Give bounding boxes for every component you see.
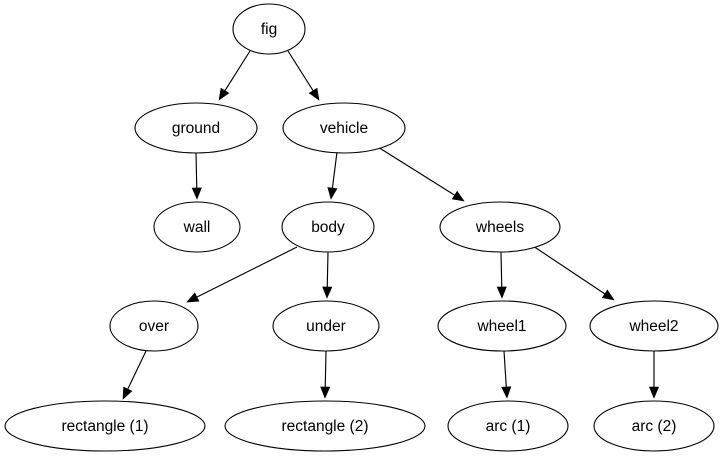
node-label: fig [261, 21, 277, 38]
node-label: vehicle [320, 120, 368, 137]
arrowhead-icon [451, 190, 465, 202]
node-ground[interactable]: ground [134, 102, 258, 154]
node-shape-ellipse [589, 300, 719, 352]
arrowhead-icon [496, 286, 507, 299]
edge-line [194, 246, 298, 299]
edge-under-to-rectangle2 [320, 350, 331, 399]
edge-line [331, 151, 338, 191]
node-shape-ellipse [281, 201, 375, 253]
node-label: arc (2) [632, 418, 677, 435]
node-arc2[interactable]: arc (2) [593, 400, 715, 452]
node-under[interactable]: under [272, 300, 380, 352]
arrowhead-icon [322, 286, 333, 299]
edge-line [500, 251, 503, 290]
node-label: arc (1) [486, 418, 531, 435]
node-label: over [139, 318, 169, 335]
arrowhead-icon [191, 187, 202, 200]
arrowhead-icon [501, 386, 512, 399]
node-label: rectangle (2) [281, 418, 368, 435]
edge-ground-to-wall [191, 152, 202, 200]
node-shape-ellipse [282, 102, 406, 154]
node-label: wall [183, 219, 211, 236]
edge-line [326, 251, 329, 290]
edge-line [532, 245, 607, 296]
edge-wheels-to-wheel1 [496, 251, 507, 299]
node-label: rectangle (1) [61, 418, 148, 435]
node-wall[interactable]: wall [153, 201, 241, 253]
node-vehicle[interactable]: vehicle [282, 102, 406, 154]
arrowhead-icon [601, 289, 615, 301]
edge-vehicle-to-wheels [377, 146, 465, 202]
node-label: ground [172, 120, 220, 137]
arrowhead-icon [122, 386, 133, 400]
nodes-layer: fig ground vehicle wall body wheels over under w… [4, 3, 719, 452]
edge-wheel2-to-arc2 [648, 351, 660, 399]
arrowhead-icon [186, 292, 200, 303]
node-shape-ellipse [134, 102, 258, 154]
edge-fig-to-ground [218, 50, 251, 101]
node-shape-ellipse [4, 400, 206, 452]
node-shape-ellipse [439, 201, 561, 253]
node-shape-ellipse [272, 300, 380, 352]
edge-line [287, 50, 315, 93]
node-arc1[interactable]: arc (1) [447, 400, 569, 452]
edge-wheels-to-wheel2 [532, 245, 615, 301]
edge-line [377, 146, 457, 197]
edge-fig-to-vehicle [287, 50, 320, 101]
arrowhead-icon [327, 187, 338, 200]
node-label: under [306, 318, 346, 335]
arrowhead-icon [308, 87, 320, 101]
node-wheels[interactable]: wheels [439, 201, 561, 253]
edge-over-to-rectangle1 [122, 350, 147, 400]
node-shape-ellipse [109, 300, 199, 352]
edge-line [324, 350, 327, 390]
edge-line [195, 152, 198, 191]
node-label: wheel1 [476, 318, 526, 335]
node-shape-ellipse [593, 400, 715, 452]
edge-body-to-under [322, 251, 333, 299]
edge-line [223, 50, 251, 93]
node-shape-ellipse [447, 400, 569, 452]
node-wheel1[interactable]: wheel1 [437, 300, 567, 352]
node-shape-ellipse [437, 300, 567, 352]
edge-line [503, 350, 508, 390]
arrowhead-icon [648, 386, 660, 399]
edges-layer [122, 50, 660, 400]
node-shape-ellipse [153, 201, 241, 253]
node-label: wheels [475, 219, 524, 236]
node-label: wheel2 [628, 318, 678, 335]
node-rectangle1[interactable]: rectangle (1) [4, 400, 206, 452]
edge-wheel1-to-arc1 [501, 350, 512, 399]
node-label: body [311, 219, 345, 236]
edge-vehicle-to-body [327, 151, 338, 200]
node-shape-ellipse [224, 400, 426, 452]
node-rectangle2[interactable]: rectangle (2) [224, 400, 426, 452]
node-wheel2[interactable]: wheel2 [589, 300, 719, 352]
edge-body-to-over [186, 246, 298, 303]
arrowhead-icon [320, 386, 331, 399]
arrowhead-icon [218, 87, 230, 101]
node-over[interactable]: over [109, 300, 199, 352]
node-body[interactable]: body [281, 201, 375, 253]
node-shape-ellipse [232, 3, 306, 55]
node-fig[interactable]: fig [232, 3, 306, 55]
edge-line [126, 350, 147, 392]
